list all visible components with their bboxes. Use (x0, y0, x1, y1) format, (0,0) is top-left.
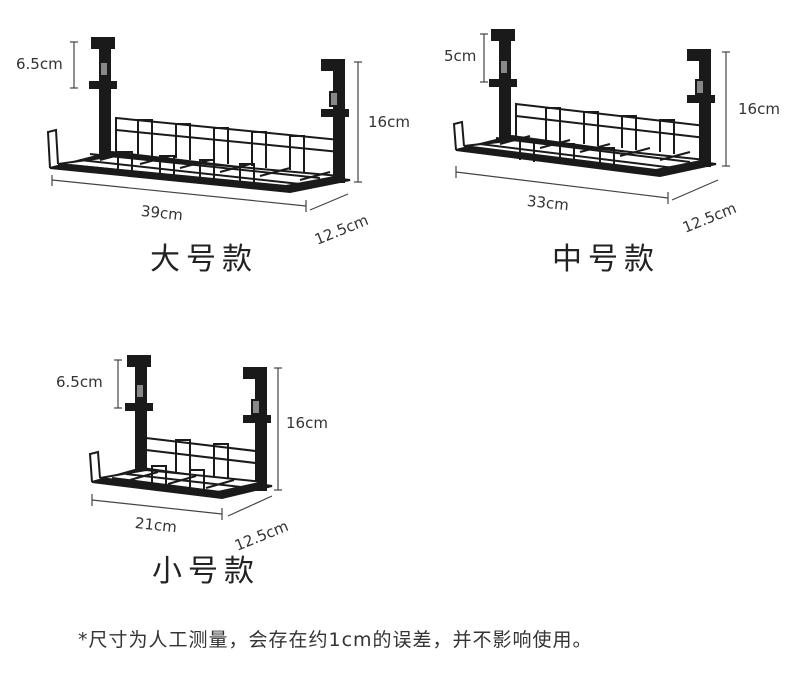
product-small: 6.5cm 16cm 21cm 12.5cm 小号款 (0, 300, 400, 600)
small-total-height-label: 16cm (286, 414, 328, 432)
large-total-height-label: 16cm (368, 113, 410, 131)
large-rack-illustration (46, 37, 362, 212)
large-clamp-height-label: 6.5cm (16, 55, 63, 73)
small-rack-illustration (88, 355, 282, 520)
medium-title: 中号款 (552, 242, 660, 277)
measurement-footnote: *尺寸为人工测量，会存在约1cm的误差，并不影响使用。 (78, 629, 593, 651)
large-title: 大号款 (150, 242, 258, 277)
small-title: 小号款 (152, 554, 260, 589)
product-large: 6.5cm 16cm 39cm 12.5cm 大号款 (0, 0, 410, 290)
product-medium: 5cm 16cm 33cm 12.5cm 中号款 (0, 0, 790, 290)
medium-rack-illustration (452, 29, 730, 204)
medium-clamp-height-label: 5cm (444, 47, 477, 65)
small-clamp-height-label: 6.5cm (56, 373, 103, 391)
medium-total-height-label: 16cm (738, 100, 780, 118)
